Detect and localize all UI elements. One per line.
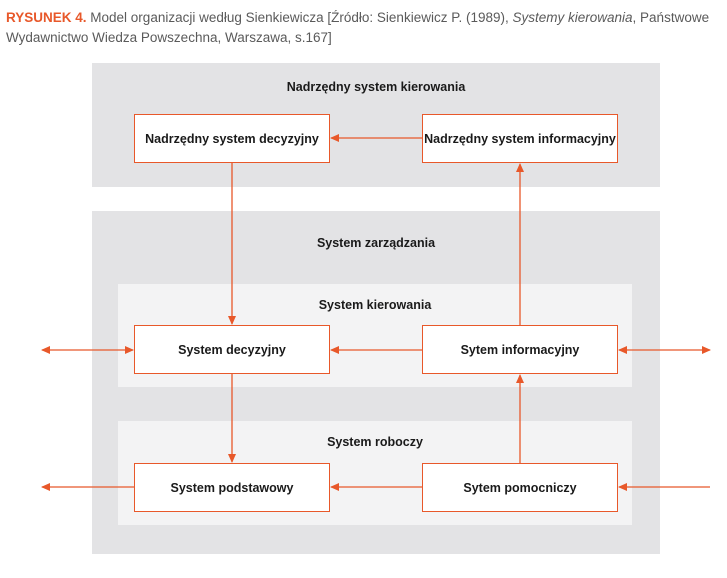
caption-book-title: Systemy kierowania	[512, 10, 633, 25]
decision-system-box: System decyzyjny	[134, 325, 330, 374]
caption-text-after: , Państwowe Wydawnictwo Wiedza Powszechn…	[6, 10, 710, 45]
information-system-box: Sytem informacyjny	[422, 325, 618, 374]
caption-text-before: Model organizacji według Sienkiewicza [Ź…	[86, 10, 513, 25]
superior-information-system-box: Nadrzędny system informacyjny	[422, 114, 618, 163]
auxiliary-system-box: Sytem pomocniczy	[422, 463, 618, 512]
control-system-title: System kierowania	[318, 298, 432, 312]
figure-label: RYSUNEK 4.	[6, 10, 87, 25]
superior-control-title: Nadrzędny system kierowania	[286, 80, 466, 94]
management-system-title: System zarządzania	[316, 236, 436, 250]
figure-caption: RYSUNEK 4. Model organizacji według Sien…	[6, 8, 718, 48]
superior-decision-system-box: Nadrzędny system decyzyjny	[134, 114, 330, 163]
working-system-title: System roboczy	[327, 435, 423, 449]
basic-system-box: System podstawowy	[134, 463, 330, 512]
